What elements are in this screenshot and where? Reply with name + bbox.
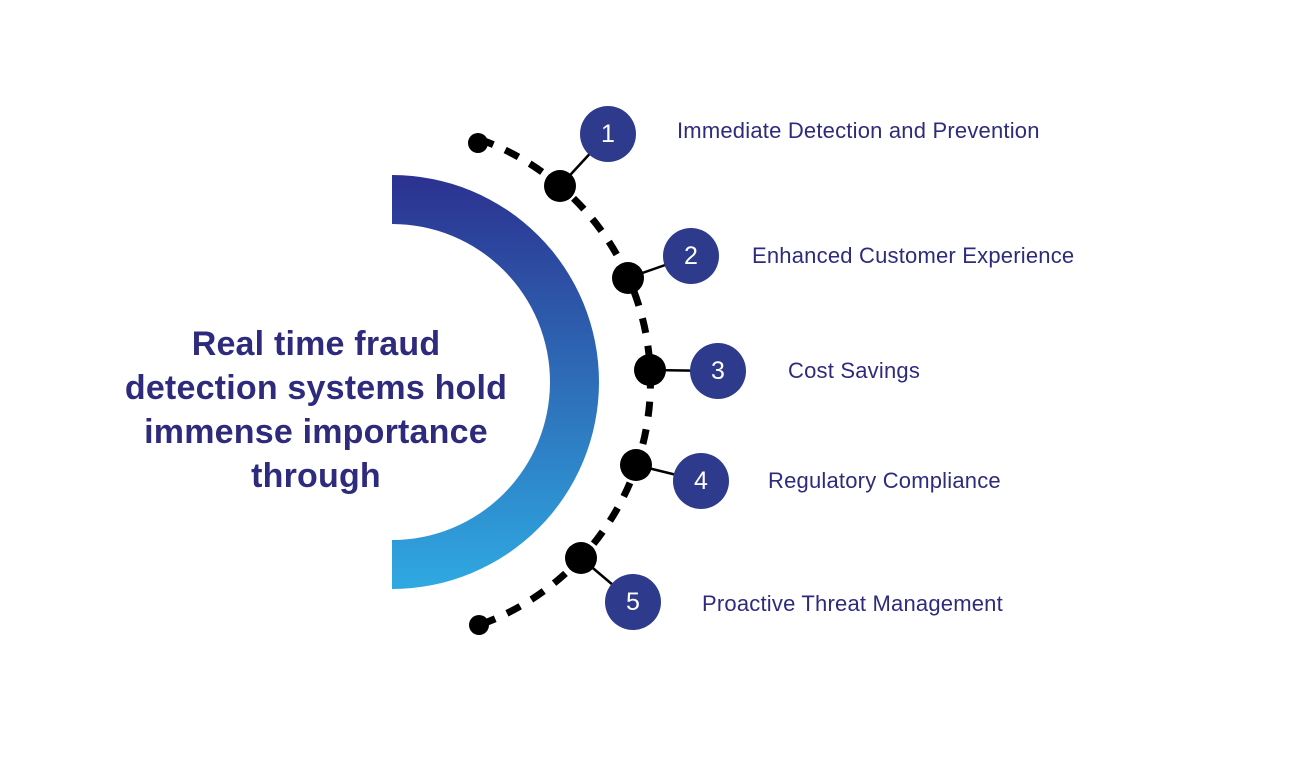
title-line-4: through — [251, 457, 381, 495]
step-badge-3: 3 — [690, 343, 746, 399]
title-line-2: detection systems hold — [124, 369, 508, 407]
gradient-half-ring-icon — [392, 175, 599, 589]
step-label-4: Regulatory Compliance — [768, 468, 1001, 493]
step-badge-2: 2 — [663, 228, 719, 284]
arc-node-dot-3 — [634, 354, 666, 386]
step-badge-5: 5 — [605, 574, 661, 630]
title: Real time fraud detection systems hold i… — [66, 322, 566, 498]
step-label-5: Proactive Threat Management — [702, 591, 1003, 616]
step-label-2: Enhanced Customer Experience — [752, 243, 1075, 268]
title-line-3: immense importance — [144, 413, 488, 451]
arc-node-dot-4 — [620, 449, 652, 481]
arc-node-dot-5 — [565, 542, 597, 574]
arc-node-dot-1 — [544, 170, 576, 202]
title-line-1: Real time fraud — [191, 325, 441, 363]
arc-end-dot-bottom — [469, 615, 489, 635]
arc-node-dot-2 — [612, 262, 644, 294]
step-label-1: Immediate Detection and Prevention — [677, 118, 1040, 143]
arc-end-dot-top — [468, 133, 488, 153]
step-badge-4: 4 — [673, 453, 729, 509]
step-badge-1: 1 — [580, 106, 636, 162]
step-label-3: Cost Savings — [788, 358, 921, 383]
